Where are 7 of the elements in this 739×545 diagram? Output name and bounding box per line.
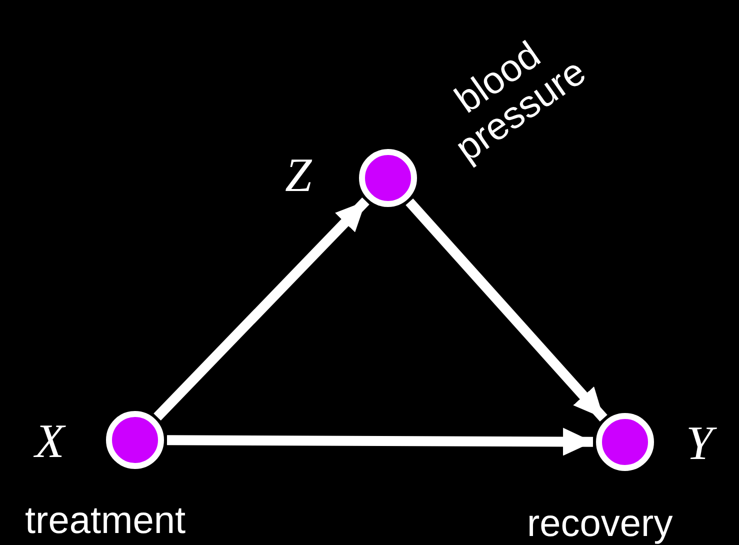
node-caption: recovery (527, 505, 673, 543)
node-caption: treatment (25, 502, 186, 540)
arrow (166, 428, 594, 456)
variable-label: Z (285, 152, 312, 200)
arrow (406, 198, 608, 422)
variable-label: X (35, 418, 64, 466)
arrow (154, 198, 370, 420)
